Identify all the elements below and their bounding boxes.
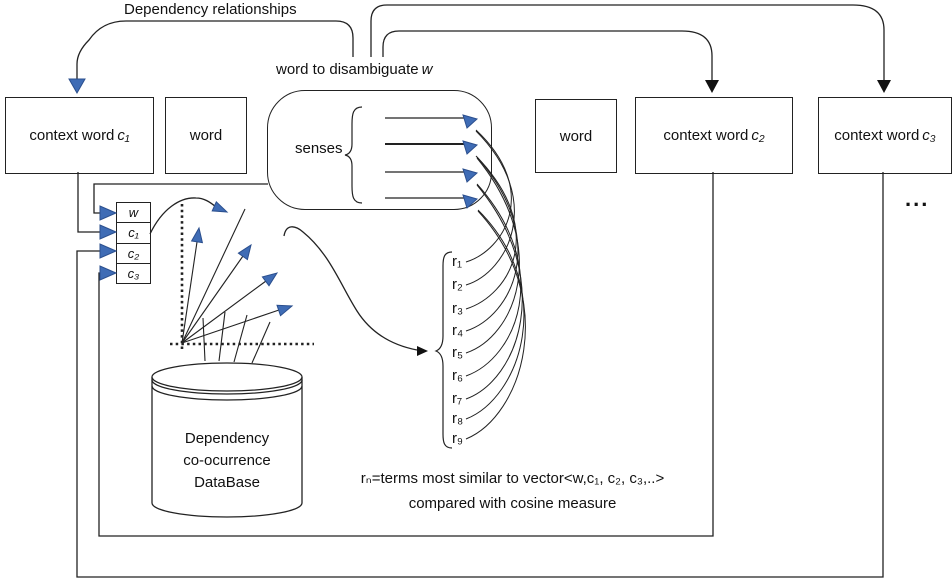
line-c3box-loop — [76, 172, 884, 578]
arrowhead-into-rlist — [417, 346, 428, 356]
arrowhead-vector-1 — [190, 226, 204, 244]
r-item-8: r₈ — [452, 410, 464, 427]
arrowhead-vector-2 — [237, 243, 252, 261]
word-box-right-label: word — [559, 127, 593, 145]
r-item-3: r₃ — [452, 300, 464, 317]
r-item-2: r₂ — [452, 276, 463, 293]
ellipsis-more-context: ... — [905, 186, 930, 211]
r-item-4: r₄ — [452, 322, 464, 339]
context-word-c2-box: context word c₂ — [635, 97, 793, 174]
word-box-right: word — [535, 99, 617, 173]
arrowhead-c1-row — [99, 224, 118, 240]
arrowhead-into-c2 — [705, 80, 719, 93]
database-label: Dependency co-ocurrence DataBase — [152, 428, 302, 494]
similarity-formula: rₙ=terms most similar to vector<w,c₁, c₂… — [330, 466, 695, 516]
vector-row-c3: c₃ — [127, 266, 140, 282]
arrow-vectorspace-to-rlist — [283, 226, 418, 351]
r-item-6: r₆ — [452, 367, 464, 384]
arrowhead-c2-row — [99, 243, 118, 259]
database-label-line3: DataBase — [194, 474, 260, 491]
similarity-formula-line2: compared with cosine measure — [408, 495, 617, 512]
word-box-left: word — [165, 97, 247, 174]
similarity-formula-line1: rₙ=terms most similar to vector<w,c₁, c₂… — [360, 470, 665, 487]
context-word-c1-label: context word — [29, 127, 115, 144]
w-symbol: w — [421, 61, 433, 78]
arrowhead-vector-4 — [276, 304, 294, 317]
database-label-line1: Dependency — [184, 430, 270, 447]
r-list-brace — [434, 251, 453, 449]
arrowhead-into-c3 — [877, 80, 891, 93]
r-item-1: r₁ — [452, 253, 463, 270]
arrowhead-vector-3 — [261, 272, 279, 287]
vector-fan — [181, 208, 280, 344]
context-vector-stack: w c₁ c₂ c₃ — [116, 202, 151, 285]
context-word-c3-label: context word — [834, 127, 920, 144]
arrowhead-into-c1-box — [68, 78, 86, 95]
r-item-9: r₉ — [452, 430, 463, 447]
arrowhead-w-row — [99, 205, 118, 221]
database-label-line2: co-ocurrence — [183, 452, 271, 469]
vector-row-w: w — [117, 203, 150, 224]
db-projection-lines — [202, 311, 271, 364]
vector-row-c2: c₂ — [117, 244, 150, 264]
context-word-c1-symbol: c₁ — [117, 127, 130, 144]
context-word-c2-label: context word — [663, 127, 749, 144]
context-word-c3-symbol: c₃ — [922, 127, 936, 144]
context-word-c2-symbol: c₂ — [751, 127, 765, 144]
arrow-stack-to-vectorspace — [149, 197, 217, 235]
senses-label: senses — [295, 140, 343, 157]
word-box-left-label: word — [189, 127, 223, 144]
arrowhead-c3-row — [99, 265, 118, 281]
context-word-c1-box: context word c₁ — [5, 97, 154, 174]
r-item-7: r₇ — [452, 390, 463, 407]
arrow-w-to-c3 — [370, 4, 885, 81]
dependency-relationships-label: Dependency relationships — [124, 1, 297, 18]
line-c1box-to-c1-row — [77, 172, 100, 233]
vector-space-axes — [170, 204, 314, 352]
arrowhead-into-vectorspace — [211, 200, 229, 213]
vector-row-c1: c₁ — [117, 223, 150, 244]
context-word-c3-box: context word c₃ — [818, 97, 952, 174]
r-item-5: r₅ — [452, 344, 464, 361]
